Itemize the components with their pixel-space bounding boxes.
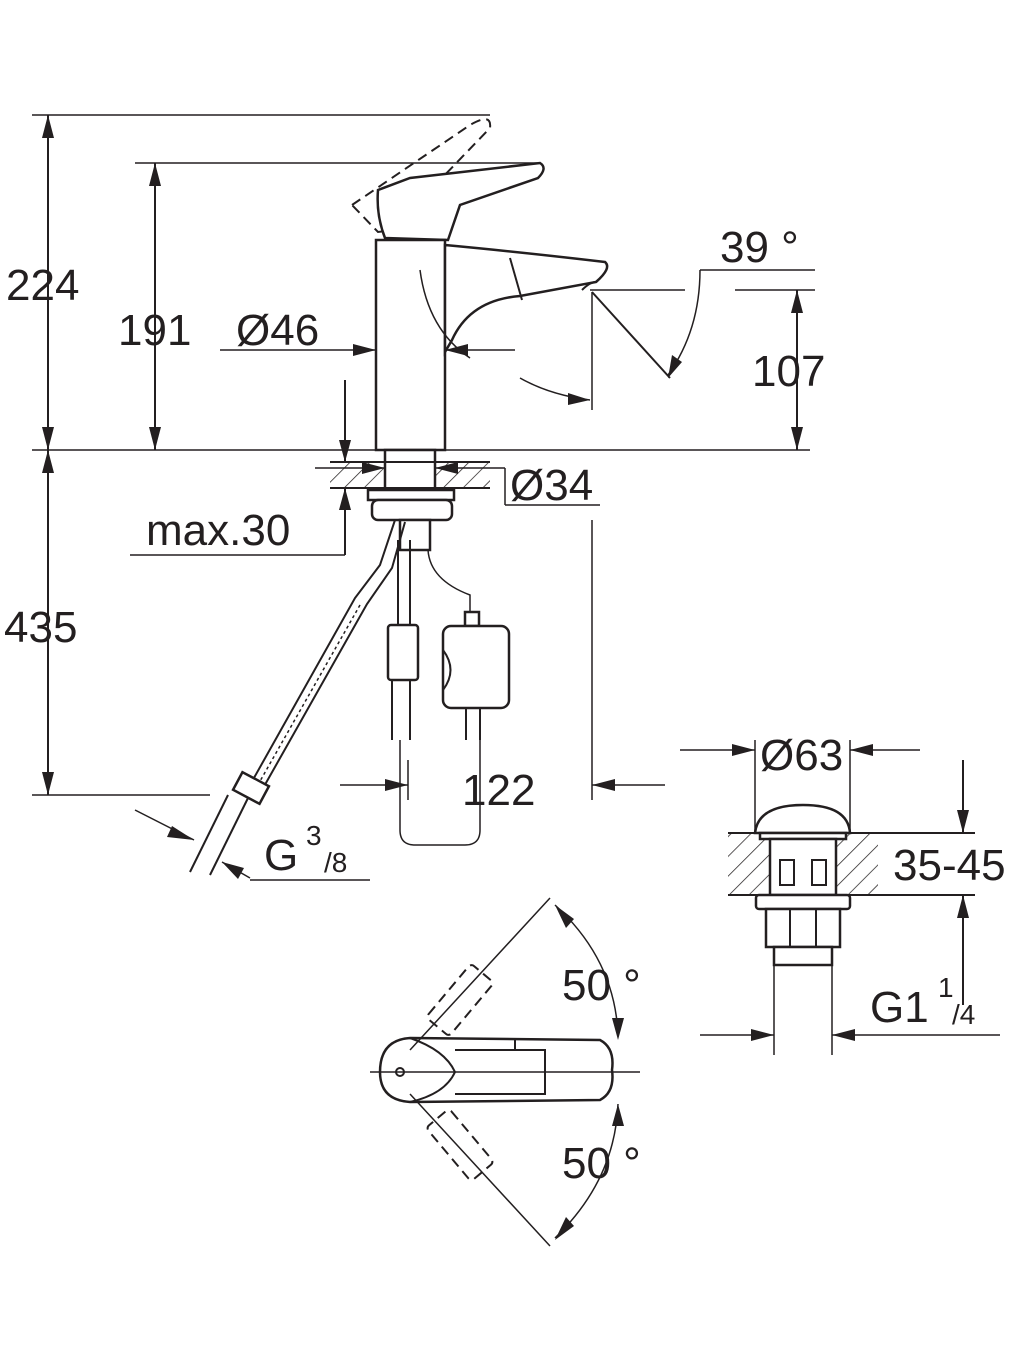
spout — [443, 243, 609, 357]
faucet-side-view — [189, 118, 609, 876]
mounting-shank — [383, 448, 437, 492]
label-max-30: max.30 — [146, 506, 290, 555]
faucet-body — [374, 238, 447, 452]
dimension-labels: 224 191 Ø46 39 ° 107 Ø34 max.30 435 122 … — [4, 223, 1006, 1188]
label-diameter-63: Ø63 — [760, 731, 843, 780]
label-waste-thread-numerator: 1 — [938, 972, 954, 1003]
label-122: 122 — [462, 766, 535, 815]
label-35-45: 35-45 — [893, 841, 1006, 890]
label-hose-thread-numerator: 3 — [306, 820, 322, 851]
washer — [366, 488, 456, 502]
connector — [386, 623, 420, 682]
label-hose-thread: G — [264, 831, 298, 880]
label-191: 191 — [118, 306, 191, 355]
plug-head — [753, 803, 852, 835]
label-waste-thread-denominator: /4 — [952, 999, 975, 1030]
lever-top-view — [370, 897, 640, 1247]
lever — [376, 161, 545, 242]
waste-plug-view — [680, 740, 1000, 1055]
flexible-hose — [249, 519, 396, 786]
label-diameter-46: Ø46 — [236, 306, 319, 355]
label-angle-39: 39 ° — [720, 223, 799, 272]
control-box — [441, 624, 511, 710]
label-waste-thread: G1 — [870, 983, 929, 1032]
label-angle-50-bottom: 50 ° — [562, 1139, 641, 1188]
label-hose-thread-denominator: /8 — [324, 847, 347, 878]
label-diameter-34: Ø34 — [510, 461, 593, 510]
faucet-dimensions — [32, 114, 815, 881]
label-224: 224 — [6, 261, 79, 310]
label-435: 435 — [4, 603, 77, 652]
fixing-nut — [370, 498, 454, 522]
label-angle-50-top: 50 ° — [562, 961, 641, 1010]
label-107: 107 — [752, 347, 825, 396]
lever-top — [378, 1036, 614, 1104]
